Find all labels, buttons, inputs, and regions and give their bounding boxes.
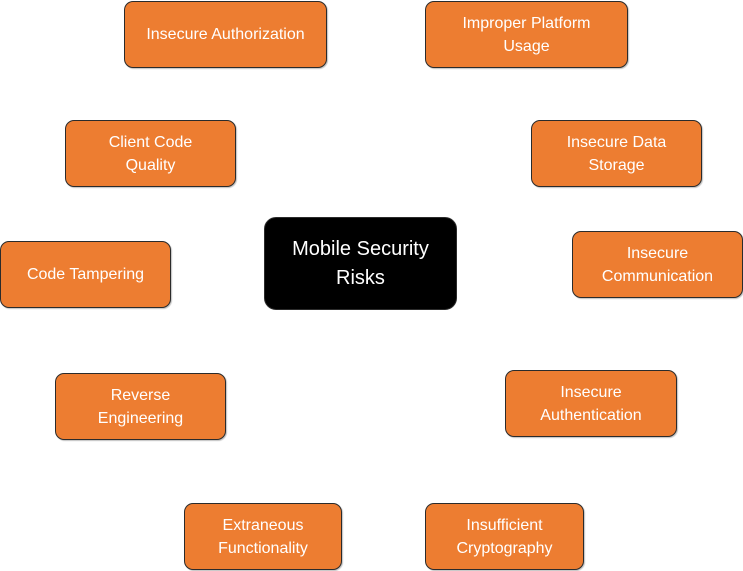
node-code-tampering: Code Tampering (0, 241, 171, 308)
node-insecure-data-storage: Insecure Data Storage (531, 120, 702, 187)
node-insufficient-cryptography: Insufficient Cryptography (425, 503, 584, 570)
node-label: Insecure Data Storage (566, 133, 667, 174)
node-label: Extraneous Functionality (218, 516, 308, 557)
center-node-mobile-security-risks: Mobile Security Risks (264, 217, 457, 310)
node-extraneous-functionality: Extraneous Functionality (184, 503, 342, 570)
node-label: Insecure Authentication (540, 383, 642, 424)
node-insecure-authorization: Insecure Authorization (124, 1, 327, 68)
node-label: Insufficient Cryptography (456, 516, 553, 557)
node-label: Improper Platform Usage (462, 14, 591, 55)
node-reverse-engineering: Reverse Engineering (55, 373, 226, 440)
node-improper-platform-usage: Improper Platform Usage (425, 1, 628, 68)
node-label: Insecure Communication (601, 244, 714, 285)
node-insecure-communication: Insecure Communication (572, 231, 743, 298)
node-client-code-quality: Client Code Quality (65, 120, 236, 187)
node-label: Code Tampering (26, 266, 145, 283)
node-insecure-authentication: Insecure Authentication (505, 370, 677, 437)
node-label: Client Code Quality (108, 133, 193, 174)
node-label: Reverse Engineering (97, 386, 184, 427)
center-node-label: Mobile Security Risks (292, 237, 429, 289)
node-label: Insecure Authorization (146, 26, 305, 43)
